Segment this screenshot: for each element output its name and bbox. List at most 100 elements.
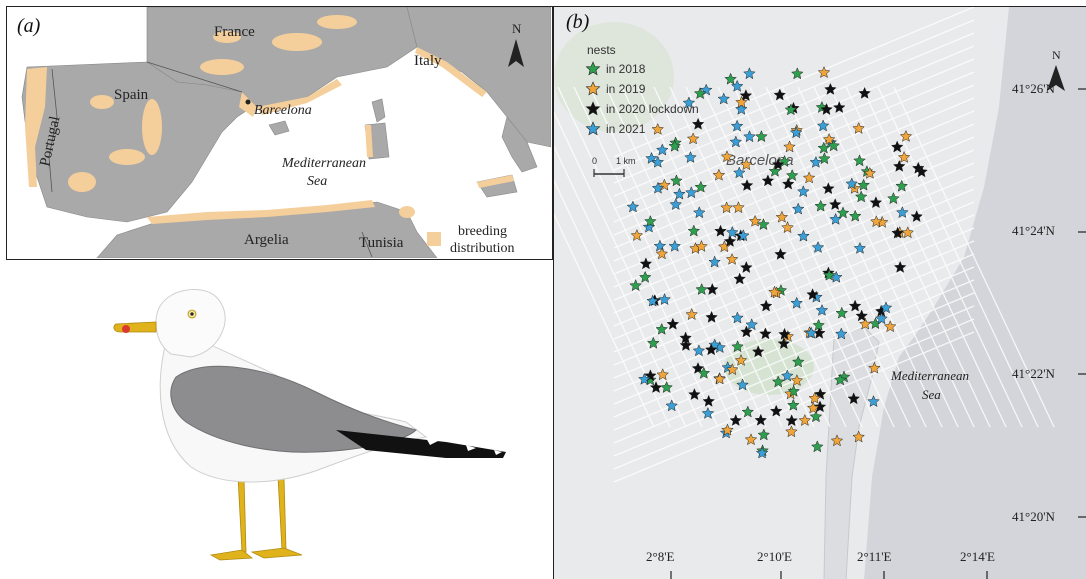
label-argelia: Argelia: [244, 232, 289, 248]
nest-star-icon: [791, 355, 805, 368]
nest-star-icon: [833, 373, 847, 386]
nest-star-icon: [688, 388, 701, 401]
gull-leg-right: [277, 476, 287, 551]
nest-star-icon: [815, 303, 829, 316]
nest-star-icon: [651, 181, 665, 194]
nest-star-icon: [784, 103, 798, 116]
nest-star-icon: [693, 87, 707, 100]
nest-star-icon: [857, 178, 870, 191]
nest-star-icon: [858, 86, 871, 99]
nest-star-icon: [679, 338, 693, 351]
label-italy: Italy: [414, 53, 442, 69]
nest-star-icon: [890, 140, 904, 153]
nest-star-icon: [895, 206, 909, 219]
nest-star-icon: [852, 430, 866, 443]
park-collserola: [554, 22, 674, 132]
nest-star-icon: [638, 270, 652, 283]
nest-star-icon: [741, 405, 755, 418]
nest-star-icon: [739, 89, 753, 102]
panel-b-nest-map: 0 1 km Barcelona Mediterranean Sea N nes…: [553, 6, 1086, 579]
nest-star-icon: [817, 66, 831, 79]
nest-star-icon: [755, 446, 769, 459]
nest-star-icon: [743, 67, 756, 80]
nest-star-icon: [786, 398, 800, 411]
nest-star-icon: [899, 129, 913, 142]
north-arrow-b-icon: [1047, 65, 1065, 91]
nest-star-icon: [748, 214, 762, 227]
nest-star-icon: [729, 135, 743, 148]
legend-item-label: in 2019: [606, 82, 646, 96]
nest-star-icon: [879, 301, 893, 314]
nest-star-icon: [915, 165, 928, 178]
nest-star-icon: [697, 366, 711, 379]
nest-star-icon: [684, 186, 698, 199]
label-sea: Sea: [307, 174, 327, 189]
gull-illustration-panel: [6, 262, 553, 579]
nest-star-icon: [848, 299, 862, 312]
lat-label-22: 41°22'N: [1012, 366, 1055, 381]
nest-star-icon: [712, 168, 726, 181]
nest-star-icon: [733, 272, 747, 285]
nest-star-icon: [813, 400, 827, 413]
nest-star-icon: [639, 257, 653, 270]
nest-star-icon: [731, 311, 744, 324]
nest-star-icon: [887, 192, 900, 205]
nest-star-icon: [812, 318, 825, 331]
pyrenees-border: [146, 61, 243, 93]
nest-star-icon: [814, 199, 828, 212]
corsica-island: [371, 98, 386, 123]
nest-star-icon: [705, 310, 718, 323]
nest-star-icon: [855, 309, 869, 322]
nest-star-icon: [780, 369, 794, 382]
legend-star-icon: [585, 121, 601, 136]
nest-star-icon: [702, 394, 716, 407]
nest-star-icon: [666, 317, 680, 330]
nest-star-icon: [653, 239, 667, 252]
nest-star-icon: [811, 240, 825, 254]
legend-star-icon: [585, 101, 601, 116]
nest-star-icon: [638, 372, 651, 385]
legend-breeding-line2: distribution: [450, 241, 515, 256]
nest-star-icon: [745, 318, 759, 331]
legend-star-icon: [585, 61, 601, 76]
gull-wingtip: [336, 430, 506, 458]
label-barcelona: Barcelona: [254, 103, 312, 118]
nest-star-icon: [820, 102, 833, 116]
nest-star-icon: [730, 119, 744, 132]
gull-foot-right: [250, 547, 303, 559]
nest-star-icon: [893, 260, 907, 273]
nest-star-icon: [901, 226, 915, 239]
nest-star-icon: [754, 413, 768, 426]
nest-star-icon: [769, 404, 783, 417]
nest-star-icon: [768, 285, 781, 298]
gull-head: [155, 288, 226, 358]
nest-star-icon: [891, 226, 904, 239]
nest-star-icon: [729, 413, 743, 426]
panel-b-label: (b): [566, 11, 590, 33]
nest-star-icon: [739, 260, 753, 274]
nest-star-icon: [773, 88, 787, 101]
nest-star-icon: [744, 433, 758, 446]
nest-star-icon: [790, 374, 804, 387]
nest-star-icon: [854, 190, 868, 203]
nest-star-icon: [660, 380, 673, 394]
nest-star-icon: [804, 326, 818, 339]
nest-star-icon: [759, 327, 772, 340]
nest-star-icon: [668, 239, 682, 252]
nest-star-icon: [806, 288, 819, 301]
gull-leg-left: [237, 476, 247, 553]
gull-pupil: [190, 312, 194, 316]
nest-star-icon: [734, 353, 748, 366]
gull-wingtip-mirror-2: [466, 445, 476, 451]
nest-star-icon: [682, 96, 696, 109]
nest-star-icon: [669, 197, 683, 211]
sea-label-line1: Mediterranean: [890, 368, 969, 383]
nest-star-icon: [775, 210, 789, 223]
nest-star-icon: [695, 239, 708, 252]
nest-star-icon: [720, 150, 734, 163]
nest-star-icon: [685, 307, 699, 321]
lon-label-11: 2°11'E: [857, 549, 892, 564]
nest-star-icon: [755, 130, 768, 143]
breeding-legend-swatch: [427, 232, 441, 246]
nest-star-icon: [740, 178, 754, 191]
